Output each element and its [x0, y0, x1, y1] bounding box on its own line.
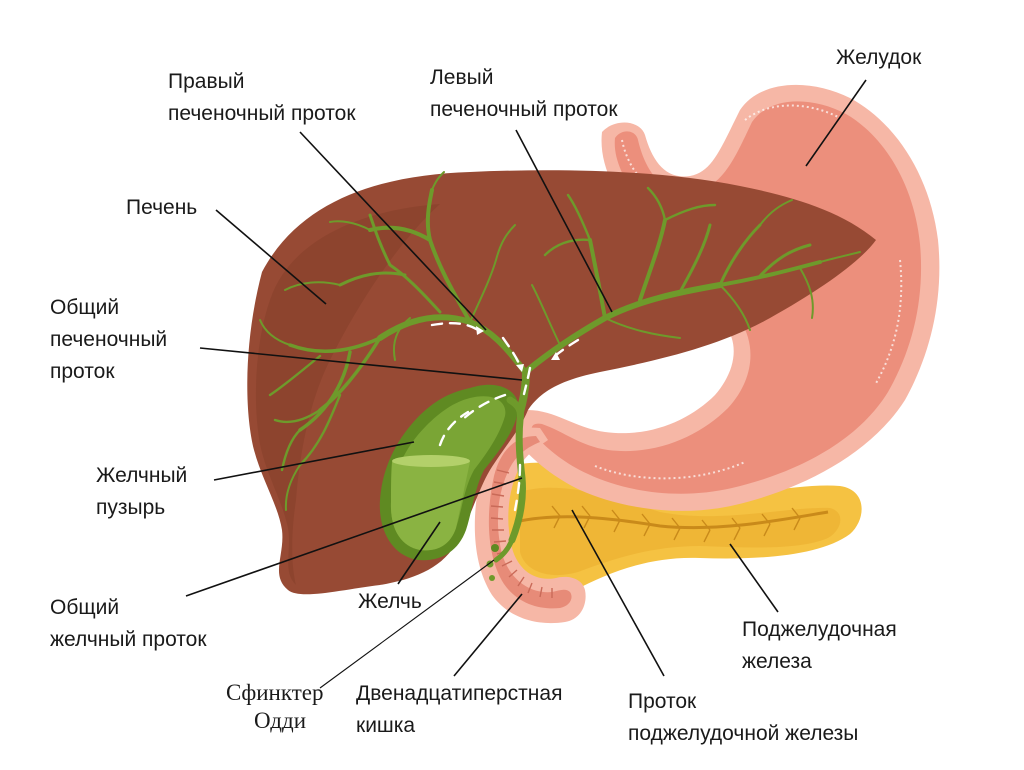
- label-liver: Печень: [126, 196, 197, 219]
- leader-stomach: [805, 79, 867, 167]
- leader-pancreatic-duct: [571, 509, 665, 677]
- duodenum-inner: [488, 436, 572, 609]
- leader-pancreas: [729, 543, 779, 613]
- leader-bile: [397, 521, 441, 585]
- leader-left-hepatic-duct: [515, 129, 613, 313]
- leader-right-hepatic-duct: [299, 131, 487, 331]
- leader-liver: [215, 209, 327, 305]
- label-stomach: Желудок: [836, 46, 922, 69]
- label-left-hepatic-duct: Левый печеночный проток: [430, 66, 618, 121]
- pancreas-inner: [520, 487, 841, 576]
- bile-surface: [392, 455, 470, 467]
- label-common-bile-duct: Общий желчный проток: [50, 596, 207, 651]
- label-duodenum: Двенадцатиперстная кишка: [356, 682, 568, 737]
- pancreatic-duct-branches: [551, 505, 801, 543]
- pancreas: [500, 462, 862, 597]
- hepatic-duct-tree: [259, 171, 861, 511]
- leader-gallbladder: [213, 441, 415, 481]
- label-common-hepatic-duct: Общий печеночный проток: [50, 296, 173, 383]
- bile-drop-2: [489, 575, 495, 581]
- label-gallbladder: Желчный пузырь: [96, 464, 193, 519]
- common-bile-duct: [486, 396, 526, 581]
- leader-common-bile-duct: [185, 477, 523, 597]
- duodenum: [474, 427, 586, 624]
- liver-shade: [255, 204, 440, 585]
- label-right-hepatic-duct: Правый печеночный проток: [168, 70, 356, 125]
- label-pancreas: Поджелудочная железа: [742, 618, 903, 673]
- label-sphincter-of-oddi: Сфинктер Одди: [226, 680, 329, 733]
- leader-common-hepatic-duct: [199, 347, 523, 381]
- bile-flow-arrows: [430, 321, 580, 512]
- bile-fluid: [390, 457, 470, 551]
- label-bile: Желчь: [358, 590, 422, 613]
- labels: Правый печеночный проток Левый печеночны…: [50, 46, 922, 745]
- leader-sphincter-of-oddi: [319, 559, 495, 689]
- leader-duodenum: [453, 593, 523, 677]
- leader-lines: [185, 79, 867, 689]
- label-pancreatic-duct: Проток поджелудочной железы: [628, 690, 858, 745]
- sphincter-of-oddi: [491, 544, 499, 552]
